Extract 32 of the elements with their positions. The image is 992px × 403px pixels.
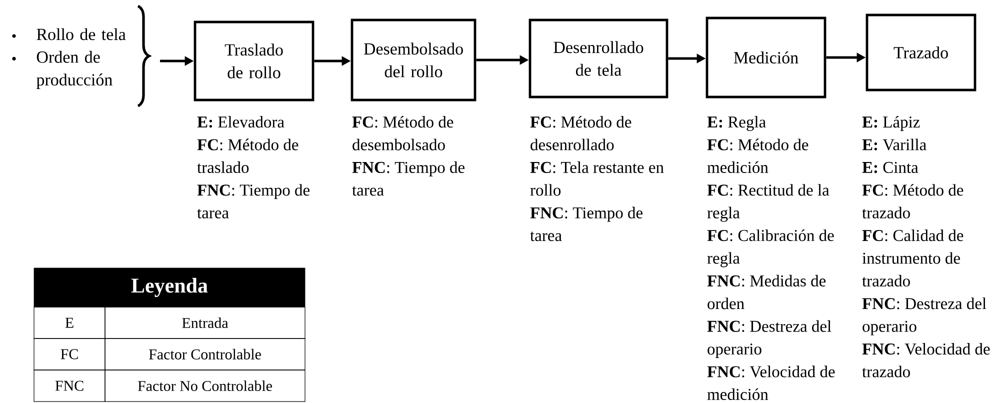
node-label: FNC: Destreza del operario <box>707 320 832 358</box>
node-label: FC: Rectitud de la regla <box>707 184 830 222</box>
factor-list: FC: Método de desembolsado FNC: Tiempo de tarea <box>352 116 464 196</box>
factor-list: E: Lápiz E: Varilla E: Cinta FC: Método de trazado FC: Calidad de instrumento de trazado FNC: Destreza del operario FNC: Velocidad de trazado <box>862 116 990 378</box>
table-cell: Factor No Controlable <box>104 370 306 402</box>
table-header-cell: Leyenda <box>34 268 306 308</box>
node-label: FNC: Velocidad de trazado <box>862 343 990 378</box>
table-cell: Entrada <box>104 306 306 339</box>
process-box: Desembolsado del rollo <box>350 18 476 102</box>
node-label: FC: Calibración de regla <box>707 229 834 268</box>
node-label: E: Varilla <box>862 138 926 150</box>
process-box: Traslado de rollo <box>194 20 314 102</box>
node-label: E: Regla <box>707 116 766 131</box>
node-label: FNC: Destreza del operario <box>862 298 986 336</box>
node-label: FNC: Velocidad de medición <box>707 366 835 400</box>
table-cell: FNC <box>34 370 106 402</box>
process-box: Desenrollado de tela <box>528 18 668 98</box>
node-label: FNC: Medidas de orden <box>707 274 826 310</box>
node-label: FC: Método de medición <box>707 138 808 173</box>
process-box: Medición <box>706 16 826 98</box>
factor-list: FC: Método de desenrollado FC: Tela restante en rollo FNC: Tiempo de tarea <box>530 116 664 242</box>
factor-list: E: Elevadora FC: Método de traslado FNC: Tiempo de tarea <box>197 116 310 218</box>
factor-list: E: Regla FC: Método de medición FC: Rectitud de la regla FC: Calibración de regla FNC: Medidas de orden FNC: Destreza del operario FNC: Velocidad de medición <box>707 116 835 400</box>
table-cell: Factor Controlable <box>104 338 306 370</box>
node-label: FC: Método de trazado <box>862 184 964 218</box>
process-box: Trazado <box>866 14 976 92</box>
node-label: E: Lápiz <box>862 116 920 131</box>
table-cell: E <box>34 306 106 339</box>
node-label: E: Cinta <box>862 162 918 174</box>
node-label: FC: Calidad de instrumento de trazado <box>862 230 964 287</box>
table-cell: FC <box>34 338 106 370</box>
input-list: Rollo de tela Orden de producción <box>36 28 126 89</box>
